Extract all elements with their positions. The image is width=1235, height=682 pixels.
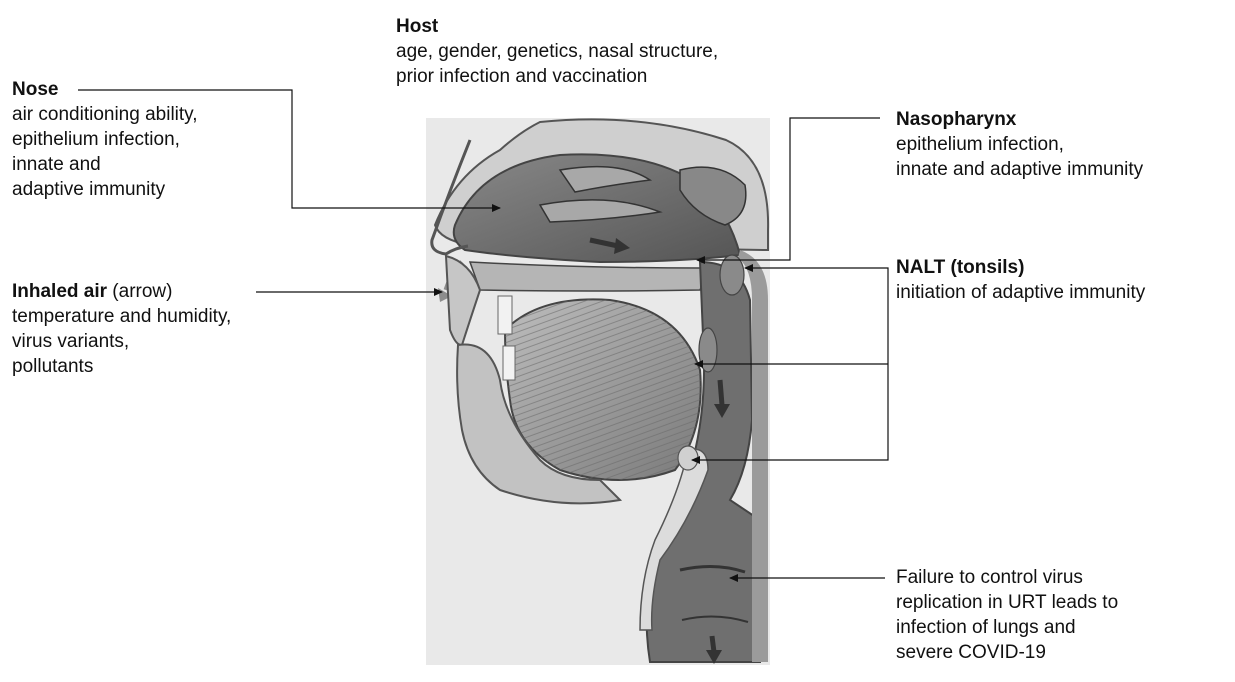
nalt-line: initiation of adaptive immunity [896,280,1145,305]
nalt-title: NALT (tonsils) [896,255,1145,280]
nasopharynx-title: Nasopharynx [896,107,1143,132]
failure-line: Failure to control virus [896,565,1118,590]
host-title: Host [396,14,718,39]
nalt-label-block: NALT (tonsils) initiation of adaptive im… [896,255,1145,305]
inhaled-air-line: pollutants [12,354,231,379]
nasopharynx-line: epithelium infection, [896,132,1143,157]
host-line: age, gender, genetics, nasal structure, [396,39,718,64]
nose-line: innate and [12,152,198,177]
inhaled-air-label-block: Inhaled air (arrow) temperature and humi… [12,279,231,379]
failure-label-block: Failure to control virus replication in … [896,565,1118,665]
host-line: prior infection and vaccination [396,64,718,89]
host-label-block: Host age, gender, genetics, nasal struct… [396,14,718,89]
nasopharynx-leader-line [697,118,880,260]
inhaled-air-line: temperature and humidity, [12,304,231,329]
inhaled-air-line: virus variants, [12,329,231,354]
failure-line: replication in URT leads to [896,590,1118,615]
nose-line: air conditioning ability, [12,102,198,127]
nasopharynx-label-block: Nasopharynx epithelium infection, innate… [896,107,1143,182]
failure-line: infection of lungs and [896,615,1118,640]
nose-label-block: Nose air conditioning ability, epitheliu… [12,77,198,202]
nose-line: epithelium infection, [12,127,198,152]
nose-line: adaptive immunity [12,177,198,202]
inhaled-air-title-suffix: (arrow) [107,281,172,302]
failure-line: severe COVID-19 [896,640,1118,665]
inhaled-air-title: Inhaled air [12,281,107,302]
nose-title: Nose [12,77,198,102]
nasopharynx-line: innate and adaptive immunity [896,157,1143,182]
